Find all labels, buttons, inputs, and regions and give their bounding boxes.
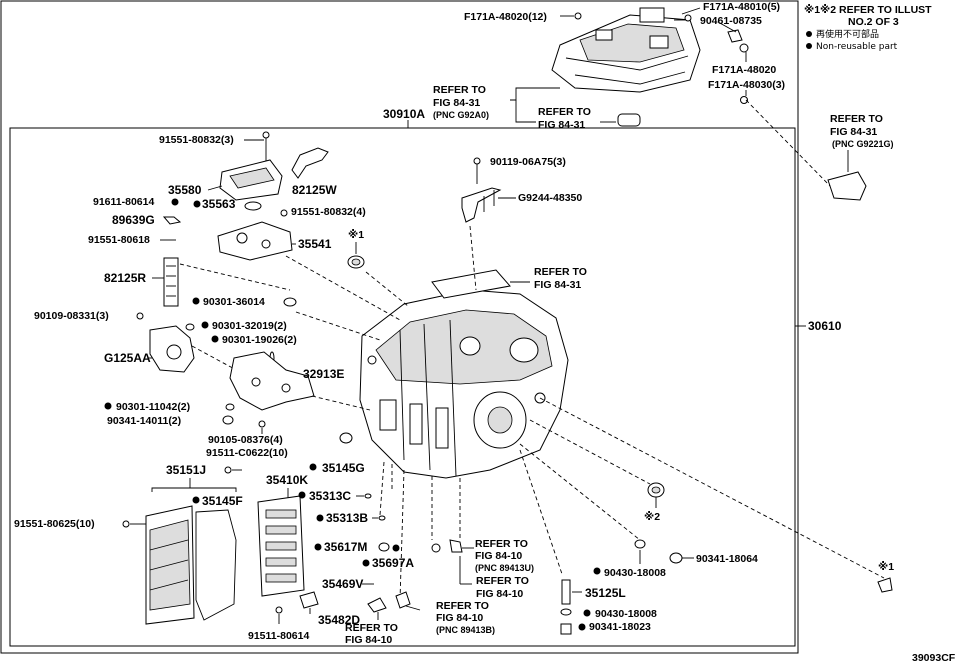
- refer-note: REFER TO: [476, 575, 529, 587]
- part-label: 35563: [202, 197, 236, 211]
- part-label: 91511-C0622(10): [206, 447, 288, 459]
- part-label: 35125L: [585, 586, 626, 600]
- part-label: 90105-08376(4): [208, 434, 283, 446]
- part-label: 90301-11042(2): [116, 401, 190, 413]
- part-label: 35469V: [322, 577, 363, 591]
- part-label: 90341-14011(2): [107, 415, 181, 427]
- refer-note: FIG 84-10: [345, 634, 392, 646]
- part-label: F171A-48030(3): [708, 79, 785, 91]
- gasket-84-31: [431, 269, 511, 299]
- part-label: 90430-18008: [595, 608, 657, 620]
- part-label: G125AA: [104, 351, 151, 365]
- part-label: F171A-48020: [712, 64, 776, 76]
- part-label: 90119-06A75(3): [490, 156, 566, 168]
- refer-note: REFER TO: [436, 600, 489, 612]
- legend-bullet-icon: [806, 31, 812, 37]
- marker-label: ※2: [644, 511, 660, 523]
- part-label: 35313B: [326, 511, 368, 525]
- refer-note: REFER TO: [433, 84, 486, 96]
- refer-note: REFER TO: [534, 266, 587, 278]
- legend-item-en: Non-reusable part: [816, 42, 898, 52]
- part-label: 35580: [168, 183, 202, 197]
- part-label: 90109-08331(3): [34, 310, 109, 322]
- assembly-frame: [9, 127, 796, 647]
- plate-35541: [217, 221, 293, 261]
- bracket-shape: [827, 171, 867, 201]
- part-label: 35697A: [372, 556, 414, 570]
- refer-note: REFER TO: [830, 113, 883, 125]
- transaxle-case-drawing: [359, 289, 569, 479]
- part-label: 90301-32019(2): [212, 320, 287, 332]
- part-label: 35145G: [322, 461, 365, 475]
- part-label: 90430-18008: [604, 567, 666, 579]
- refer-note: (PNC 89413B): [436, 625, 495, 635]
- legend-ref-note: ※1※2 REFER TO ILLUST: [804, 4, 932, 16]
- part-label: 91551-80832(3): [159, 134, 234, 146]
- part-label: 82125W: [292, 183, 337, 197]
- assembly-number-inner: 30610: [808, 319, 842, 333]
- refer-note: (PNC G92A0): [433, 110, 489, 120]
- part-label: G9244-48350: [518, 192, 582, 204]
- part-label: 82125R: [104, 271, 146, 285]
- gasket-shape: [617, 113, 641, 127]
- part-label: F171A-48020(12): [464, 11, 547, 23]
- part-label: F171A-48010(5): [703, 1, 780, 13]
- oil-pan-gasket-35145F: [195, 509, 237, 621]
- part-label: 91511-80614: [248, 630, 309, 642]
- pipe-G9244-48350: [461, 187, 502, 223]
- part-label: 32913E: [303, 367, 344, 381]
- part-label: 91611-80614: [93, 196, 154, 208]
- legend-item-jp: 再使用不可部品: [816, 28, 879, 40]
- diagram-id: 39093CF: [912, 652, 956, 663]
- part-label: 90301-19026(2): [222, 334, 297, 346]
- part-label: 35151J: [166, 463, 206, 477]
- refer-note: FIG 84-10: [475, 550, 522, 562]
- part-label: 35482D: [318, 613, 360, 627]
- part-label: 89639G: [112, 213, 155, 227]
- refer-note: FIG 84-31: [433, 97, 480, 109]
- part-label: 35145F: [202, 494, 243, 508]
- refer-note: REFER TO: [475, 538, 528, 550]
- part-label: 90341-18064: [696, 553, 758, 565]
- part-label: 91551-80832(4): [291, 206, 366, 218]
- part-label: 35313C: [309, 489, 351, 503]
- bracket-32913E: [229, 351, 315, 411]
- part-label: 91551-80618: [88, 234, 150, 246]
- outer-frame: [0, 0, 799, 654]
- legend-ref-note-2: NO.2 OF 3: [848, 16, 899, 28]
- marker-label: ※1: [878, 561, 894, 573]
- refer-note: FIG 84-31: [830, 126, 877, 138]
- refer-note: (PNC G9221G): [832, 139, 894, 149]
- bolt-shape: [877, 577, 893, 593]
- refer-note: (PNC 89413U): [475, 563, 534, 573]
- refer-note: REFER TO: [345, 622, 398, 634]
- refer-note: FIG 84-31: [534, 279, 581, 291]
- sensor-82125W: [291, 147, 329, 179]
- part-label: 90341-18023: [589, 621, 651, 633]
- part-label: 91551-80625(10): [14, 518, 95, 530]
- upper-valve-assembly-drawing: [551, 7, 749, 104]
- harness-82125R: [163, 257, 179, 307]
- assembly-number-outer: 30910A: [383, 107, 425, 121]
- refer-note: REFER TO: [538, 106, 591, 118]
- legend-bullet-icon: [806, 43, 812, 49]
- part-label: 35410K: [266, 473, 308, 487]
- marker-label: ※1: [348, 229, 364, 241]
- part-label: 90301-36014: [203, 296, 265, 308]
- part-label: 35617M: [324, 540, 367, 554]
- part-label: 35541: [298, 237, 332, 251]
- refer-note: FIG 84-10: [436, 612, 483, 624]
- plug-35125L: [561, 579, 571, 605]
- refer-note: FIG 84-10: [476, 588, 523, 600]
- refer-note: FIG 84-31: [538, 119, 585, 131]
- part-label: 90461-08735: [700, 15, 762, 27]
